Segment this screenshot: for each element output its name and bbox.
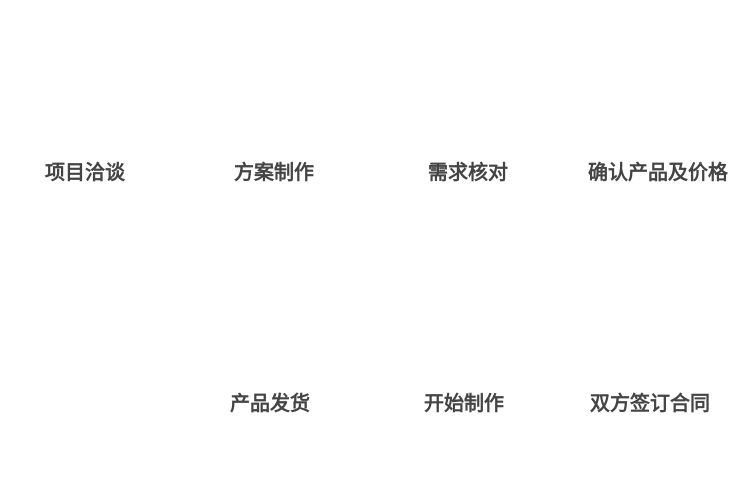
step-project-negotiation: 项目洽谈 xyxy=(45,160,125,184)
step-confirm-product-price: 确认产品及价格 xyxy=(588,160,728,184)
step-start-production: 开始制作 xyxy=(424,391,504,415)
step-contract-signing: 双方签订合同 xyxy=(590,391,710,415)
step-proposal-creation: 方案制作 xyxy=(234,160,314,184)
step-product-shipping: 产品发货 xyxy=(230,391,310,415)
step-requirement-check: 需求核对 xyxy=(428,160,508,184)
